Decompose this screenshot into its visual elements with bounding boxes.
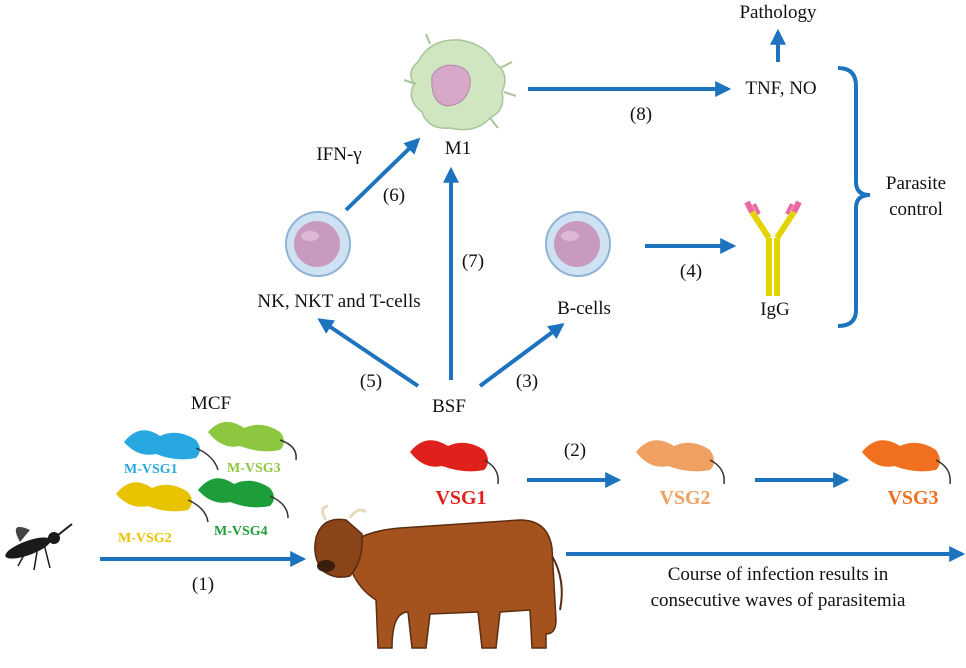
igg-label: IgG (760, 299, 790, 320)
m-vsg2-label: M-VSG2 (118, 531, 172, 546)
trypanosome-icon (862, 440, 951, 485)
b-cell-icon (545, 211, 611, 277)
mcf-label: MCF (190, 393, 232, 414)
pathology-label: Pathology (739, 2, 817, 23)
step-4-label: (4) (679, 261, 703, 282)
step-8-label: (8) (629, 104, 653, 125)
arrow-bsf-to-nk (317, 318, 420, 388)
course-label-line1: Course of infection results in (667, 564, 889, 585)
course-label-line2: consecutive waves of parasitemia (650, 590, 906, 611)
trypanosome-icon (116, 482, 209, 523)
arrow-nk-to-m1 (344, 137, 421, 212)
parasite-control-label-line1: Parasite (885, 173, 947, 194)
parasite-control-bracket (837, 66, 871, 328)
vsg1-label: VSG1 (435, 487, 487, 509)
bsf-label: BSF (432, 396, 466, 417)
vsg2-label: VSG2 (659, 487, 711, 509)
step-1-label: (1) (191, 574, 215, 595)
arrow-bsf-to-bcells (478, 323, 565, 388)
step-3-label: (3) (515, 371, 539, 392)
tnf-no-label: TNF, NO (745, 78, 817, 99)
trypanosome-icon (636, 440, 725, 485)
trypanosome-icon (124, 430, 219, 471)
tsetse-fly-icon (5, 523, 73, 571)
vsg3-label: VSG3 (887, 487, 939, 509)
macrophage-icon (403, 33, 517, 131)
cow-icon (314, 504, 563, 649)
step-2-label: (2) (563, 440, 587, 461)
step-6-label: (6) (382, 185, 406, 206)
trypanosome-icon (208, 421, 297, 461)
trypanosome-icon (410, 440, 499, 485)
ifn-gamma-label: IFN-γ (316, 144, 362, 165)
m-vsg3-label: M-VSG3 (227, 461, 281, 476)
parasite-control-label-line2: control (889, 199, 943, 220)
m-vsg4-label: M-VSG4 (214, 524, 268, 539)
nk-nkt-t-cells-label: NK, NKT and T-cells (257, 291, 421, 312)
b-cells-label: B-cells (557, 298, 611, 319)
step-7-label: (7) (461, 251, 485, 272)
trypanosome-icon (198, 478, 289, 519)
antibody-icon (744, 200, 802, 296)
m1-label: M1 (444, 138, 472, 159)
step-5-label: (5) (359, 371, 383, 392)
lymphocyte-icon (285, 211, 351, 277)
m-vsg1-label: M-VSG1 (124, 462, 178, 477)
